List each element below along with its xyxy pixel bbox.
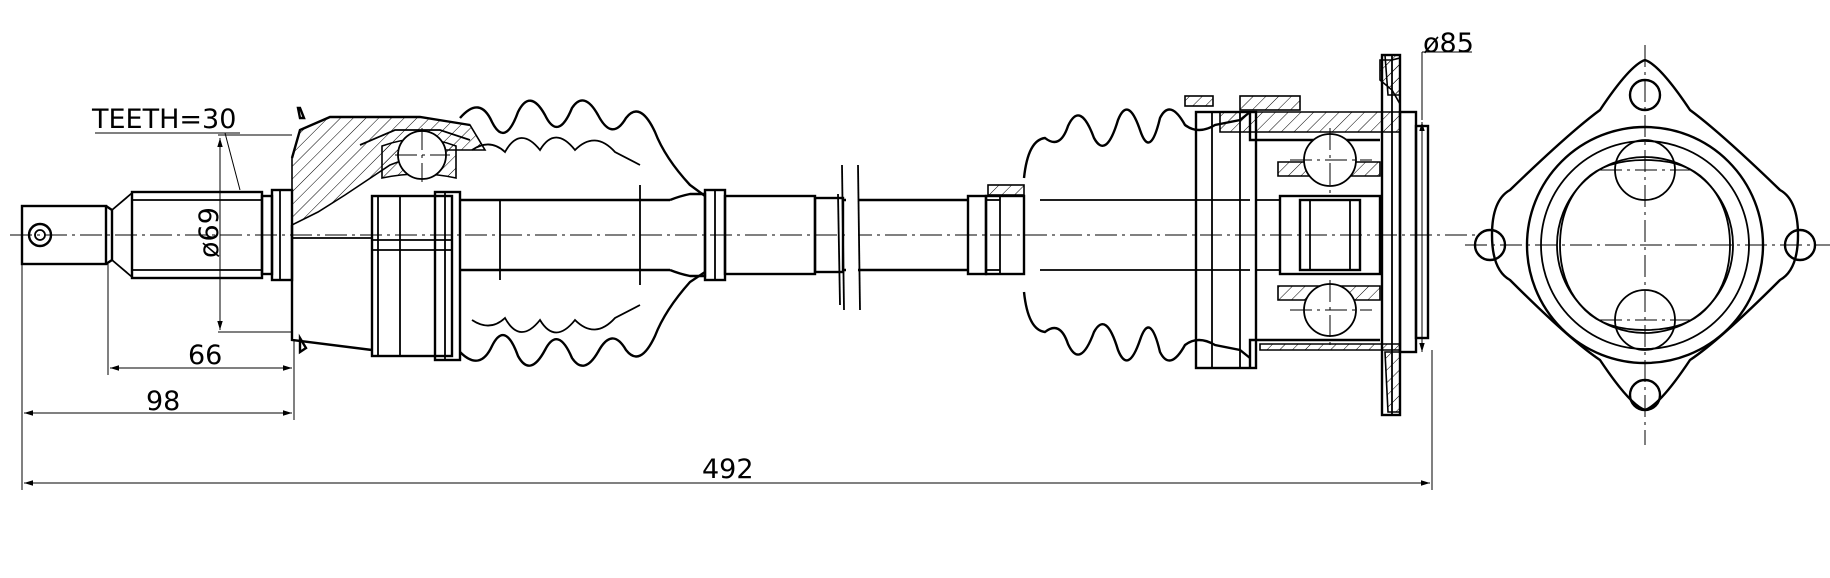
dimension-lines — [21, 51, 1472, 490]
bolt-circle-diameter-label: ø85 — [1423, 28, 1474, 59]
spline-diameter-label: ø69 — [194, 207, 225, 258]
overall-length-label: 492 — [702, 454, 754, 485]
dimension-98-label: 98 — [146, 386, 180, 417]
left-spline-stub — [20, 188, 294, 282]
right-boot — [984, 108, 1251, 362]
teeth-count-label: TEETH=30 — [91, 104, 236, 135]
dimension-66-label: 66 — [188, 340, 222, 371]
left-boot — [459, 99, 706, 367]
inner-joint-housing — [1184, 53, 1430, 417]
break-lines — [841, 150, 861, 330]
center-drill-hole — [27, 222, 53, 248]
outer-cv-joint — [290, 106, 487, 362]
flange-end-view — [1465, 45, 1830, 445]
